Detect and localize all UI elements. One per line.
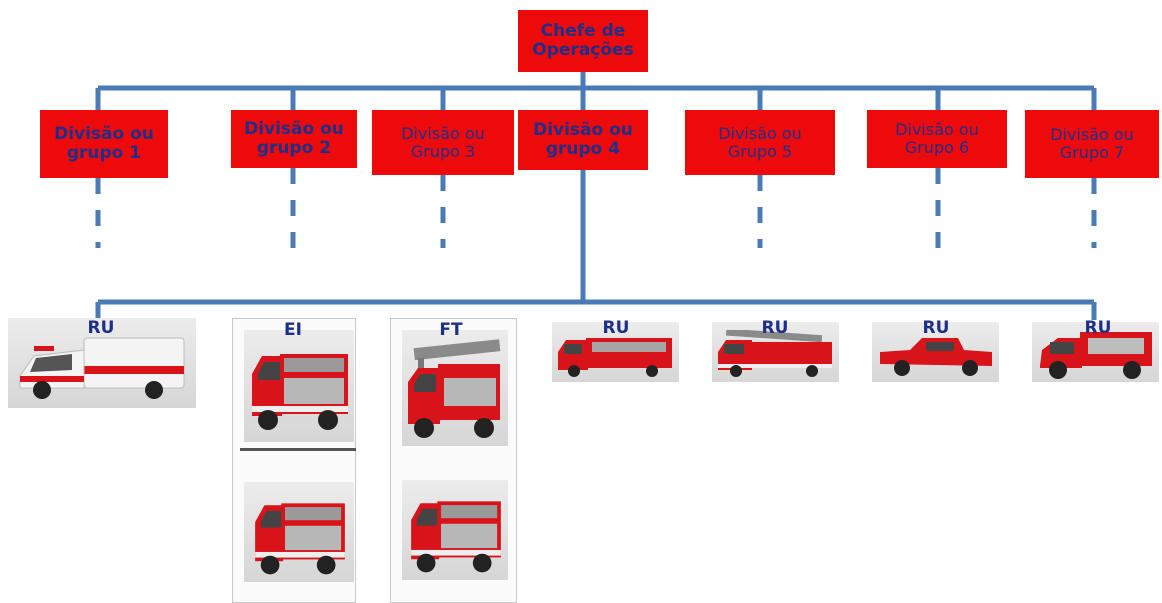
fire-engine-icon xyxy=(411,501,501,573)
fire-engine-icon xyxy=(558,338,672,377)
vehicle-label-6: RU xyxy=(922,318,950,338)
chief-line-2: Operações xyxy=(532,40,634,60)
chief-of-operations-box: Chefe de Operações xyxy=(518,10,648,72)
division-2-line-2: grupo 2 xyxy=(256,138,332,158)
division-5-line-2: Grupo 5 xyxy=(727,141,793,161)
division-6-line-2: Grupo 6 xyxy=(904,138,970,157)
division-3-line-2: Grupo 3 xyxy=(410,141,476,161)
division-box-7: Divisão ou Grupo 7 xyxy=(1025,110,1159,178)
vehicle-label-2: EI xyxy=(284,320,302,340)
division-box-1: Divisão ou grupo 1 xyxy=(40,110,168,178)
pickup-truck-icon xyxy=(880,338,992,376)
division-box-5: Divisão ou Grupo 5 xyxy=(685,110,835,175)
fire-engine-icon xyxy=(252,354,348,430)
division-box-2: Divisão ou grupo 2 xyxy=(231,110,357,168)
division-box-4: Divisão ou grupo 4 xyxy=(518,110,648,170)
division-7-line-2: Grupo 7 xyxy=(1059,143,1125,162)
division-4-line-1: Divisão ou xyxy=(533,120,633,141)
division-4-line-2: grupo 4 xyxy=(545,139,621,159)
ladder-truck-icon xyxy=(408,339,501,438)
vehicle-label-5: RU xyxy=(761,318,789,338)
division-6-line-1: Divisão ou xyxy=(895,120,979,140)
division-1-line-2: grupo 1 xyxy=(66,143,142,163)
division-5-line-1: Divisão ou xyxy=(718,123,802,143)
division-1-line-1: Divisão ou xyxy=(54,124,154,145)
fire-engine-icon xyxy=(255,503,345,575)
division-2-line-1: Divisão ou xyxy=(244,119,344,140)
ei-panel-divider xyxy=(240,448,356,451)
chief-line-1: Chefe de xyxy=(540,21,626,42)
vehicle-label-4: RU xyxy=(602,318,630,338)
vehicle-label-3: FT xyxy=(439,320,463,340)
vehicle-label-7: RU xyxy=(1084,318,1112,338)
ambulance-icon xyxy=(19,337,185,399)
vehicle-label-1: RU xyxy=(87,318,115,338)
division-3-line-1: Divisão ou xyxy=(401,123,485,143)
division-7-line-1: Divisão ou xyxy=(1050,125,1134,145)
dashed-connectors xyxy=(95,168,1097,248)
ladder-truck-icon xyxy=(718,330,832,377)
offroad-truck-icon xyxy=(1040,332,1152,379)
division-box-6: Divisão ou Grupo 6 xyxy=(867,110,1007,168)
division-box-3: Divisão ou Grupo 3 xyxy=(372,110,514,175)
